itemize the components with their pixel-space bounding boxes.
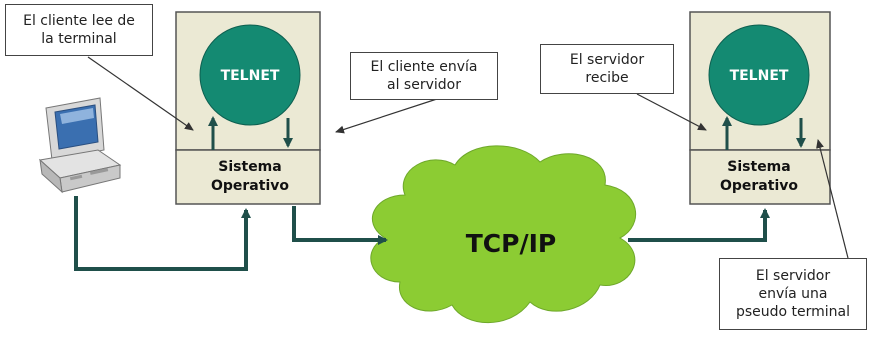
callout-client-sends-line1: El cliente envía [370, 59, 478, 75]
callout-client-reads-line2: la terminal [41, 31, 117, 47]
server-sends-pointer [816, 139, 849, 259]
server-os-label-line1: Sistema [727, 159, 790, 175]
tcpip-label: TCP/IP [466, 229, 556, 258]
callout-server-receives: El servidor recibe [540, 44, 674, 94]
network-to-server-connector [628, 208, 770, 242]
server-os-label-line2: Operativo [720, 178, 798, 194]
tcpip-cloud [370, 145, 637, 324]
terminal-to-client-connector [74, 196, 251, 271]
server-receives-pointer [636, 93, 707, 131]
callout-server-sends-line2: envía una [758, 286, 828, 302]
server-telnet-circle [708, 24, 810, 126]
callout-server-receives-line2: recibe [585, 70, 629, 86]
callout-client-reads-line1: El cliente lee de [23, 13, 135, 29]
client-to-network-connector [292, 206, 388, 245]
server-telnet-label: TELNET [730, 68, 789, 84]
callout-server-sends: El servidor envía una pseudo terminal [719, 258, 867, 330]
callout-client-reads: El cliente lee de la terminal [5, 4, 153, 56]
client-os-label-line1: Sistema [218, 159, 281, 175]
client-telnet-label: TELNET [221, 68, 280, 84]
client-sends-pointer [335, 97, 441, 134]
client-telnet-circle [199, 24, 301, 126]
client-reads-pointer [87, 56, 194, 131]
callout-client-sends-line2: al servidor [387, 77, 461, 93]
callout-server-receives-line1: El servidor [569, 52, 645, 68]
callout-server-sends-line3: pseudo terminal [735, 304, 851, 320]
client-os-label-line2: Operativo [211, 178, 289, 194]
callout-server-sends-line1: El servidor [755, 268, 831, 284]
computer-terminal-icon [38, 97, 122, 194]
callout-client-sends: El cliente envía al servidor [350, 52, 498, 100]
